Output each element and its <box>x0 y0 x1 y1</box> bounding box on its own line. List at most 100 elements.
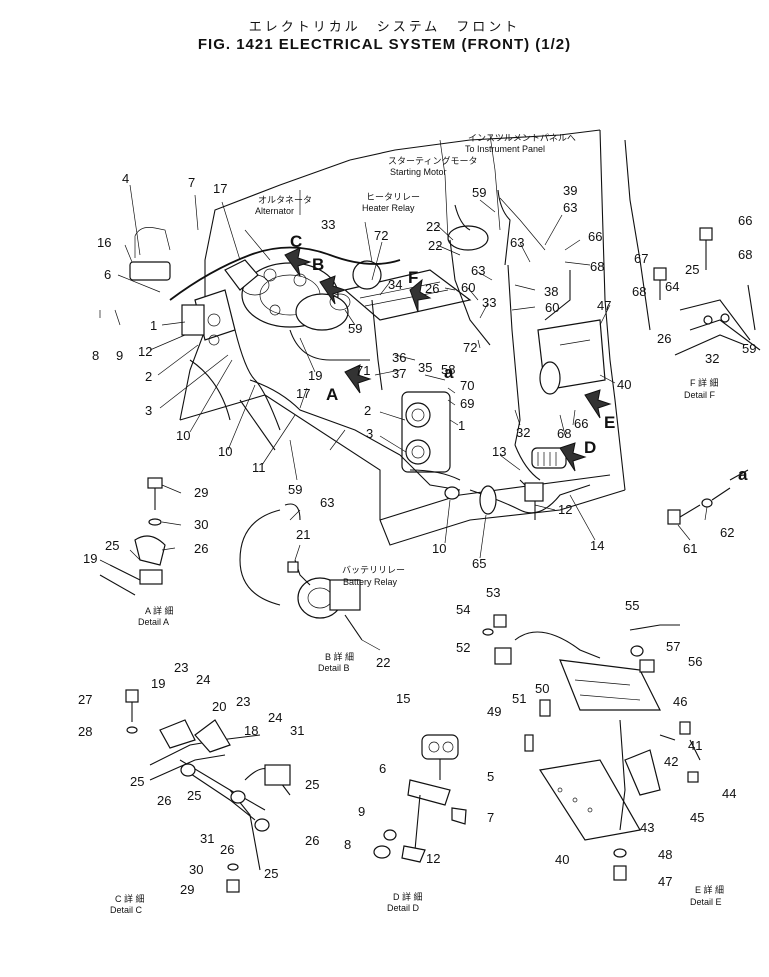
view-letter-a: A <box>326 385 338 404</box>
callout-3: 3 <box>145 403 152 418</box>
callout-49: 49 <box>487 704 501 719</box>
title-japanese: エレクトリカル システム フロント <box>248 20 521 35</box>
callout-6: 6 <box>104 267 111 282</box>
figure-title: FIG. 1421 ELECTRICAL SYSTEM (FRONT) (1/2… <box>197 36 572 53</box>
callout-33: 33 <box>321 217 335 232</box>
callout-67: 67 <box>634 251 648 266</box>
callout-63: 63 <box>471 263 485 278</box>
callout-29: 29 <box>180 882 194 897</box>
detail-c-en: Detail C <box>110 905 143 915</box>
callout-37: 37 <box>392 366 406 381</box>
callout-15: 15 <box>396 691 410 706</box>
detail-f-jp: F 詳 細 <box>690 377 719 388</box>
detail-b-en: Detail B <box>318 663 350 673</box>
callout-51: 51 <box>512 691 526 706</box>
callout-39: 39 <box>563 183 577 198</box>
callout-9: 9 <box>116 348 123 363</box>
part-callouts: 4 7 17 16 6 1 8 9 12 2 3 10 10 11 17 19 … <box>78 171 756 897</box>
callout-24: 24 <box>196 672 210 687</box>
callout-25: 25 <box>130 774 144 789</box>
main-assembly-drawing <box>129 129 761 546</box>
instrument-panel-en: To Instrument Panel <box>465 144 545 154</box>
detail-b-jp: B 詳 細 <box>325 651 354 662</box>
callout-12: 12 <box>558 502 572 517</box>
callout-9: 9 <box>358 804 365 819</box>
heater-relay-en: Heater Relay <box>362 203 415 213</box>
callout-66: 66 <box>574 416 588 431</box>
callout-26: 26 <box>305 833 319 848</box>
callout-16: 16 <box>97 235 111 250</box>
callout-52: 52 <box>456 640 470 655</box>
callout-2: 2 <box>145 369 152 384</box>
callout-33: 33 <box>482 295 496 310</box>
callout-19: 19 <box>83 551 97 566</box>
callout-60: 60 <box>461 280 475 295</box>
callout-69: 69 <box>460 396 474 411</box>
callout-44: 44 <box>722 786 736 801</box>
callout-4: 4 <box>122 171 129 186</box>
detail-a-en: Detail A <box>138 617 169 627</box>
callout-60: 60 <box>545 300 559 315</box>
callout-6: 6 <box>379 761 386 776</box>
callout-38: 38 <box>544 284 558 299</box>
callout-19: 19 <box>308 368 322 383</box>
detail-a-drawing <box>99 477 166 596</box>
view-letter-d: D <box>584 438 596 457</box>
view-letter-f: F <box>408 268 418 287</box>
callout-68: 68 <box>590 259 604 274</box>
callout-56: 56 <box>688 654 702 669</box>
callout-27: 27 <box>78 692 92 707</box>
callout-40: 40 <box>617 377 631 392</box>
view-arrow-letters: C B F A E D a a <box>290 232 748 484</box>
callout-19: 19 <box>151 676 165 691</box>
detail-e-jp: E 詳 細 <box>695 884 724 895</box>
detail-d-en: Detail D <box>387 903 420 913</box>
detail-c-drawing <box>125 689 291 893</box>
callout-10: 10 <box>432 541 446 556</box>
callout-32: 32 <box>516 425 530 440</box>
callout-63: 63 <box>320 495 334 510</box>
callout-40: 40 <box>555 852 569 867</box>
callout-17: 17 <box>213 181 227 196</box>
callout-32: 32 <box>705 351 719 366</box>
callout-68: 68 <box>738 247 752 262</box>
callout-42: 42 <box>664 754 678 769</box>
callout-8: 8 <box>344 837 351 852</box>
alternator-jp: オルタネータ <box>258 195 312 205</box>
callout-46: 46 <box>673 694 687 709</box>
alternator-en: Alternator <box>255 206 294 216</box>
callout-30: 30 <box>189 862 203 877</box>
callout-25: 25 <box>305 777 319 792</box>
callout-35: 35 <box>418 360 432 375</box>
callout-26: 26 <box>220 842 234 857</box>
callout-26: 26 <box>194 541 208 556</box>
callout-31: 31 <box>290 723 304 738</box>
callout-23: 23 <box>236 694 250 709</box>
detail-a-jp: A 詳 細 <box>145 605 174 616</box>
callout-23: 23 <box>174 660 188 675</box>
battery-relay-jp: バッテリリレー <box>342 565 405 575</box>
battery-relay-en: Battery Relay <box>343 577 398 587</box>
callout-63: 63 <box>563 200 577 215</box>
callout-50: 50 <box>535 681 549 696</box>
callout-59: 59 <box>348 321 362 336</box>
callout-71: 71 <box>356 363 370 378</box>
callout-10: 10 <box>176 428 190 443</box>
callout-54: 54 <box>456 602 470 617</box>
detail-e-en: Detail E <box>690 897 722 907</box>
view-letter-c: C <box>290 232 302 251</box>
callout-36: 36 <box>392 350 406 365</box>
callout-2: 2 <box>364 403 371 418</box>
callout-22: 22 <box>428 238 442 253</box>
callout-72: 72 <box>463 340 477 355</box>
callout-25: 25 <box>685 262 699 277</box>
callout-17: 17 <box>296 386 310 401</box>
callout-25: 25 <box>264 866 278 881</box>
callout-14: 14 <box>590 538 604 553</box>
callout-65: 65 <box>472 556 486 571</box>
detail-d-jp: D 詳 細 <box>393 891 423 902</box>
callout-47: 47 <box>597 298 611 313</box>
callout-11: 11 <box>252 460 266 475</box>
